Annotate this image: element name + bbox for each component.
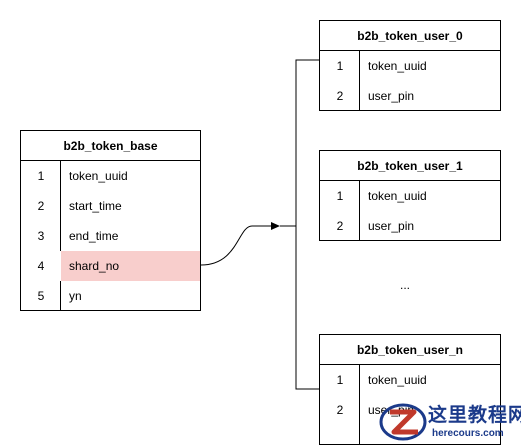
table-row: 2 start_time [21, 191, 200, 221]
shard-connector [200, 225, 272, 266]
bracket-line [295, 59, 319, 390]
table-row: 1 token_uuid [320, 51, 500, 81]
table-row: 2 user_pin [320, 81, 500, 111]
column-name: user_pin [368, 89, 415, 103]
watermark-logo-icon [379, 403, 427, 441]
table-b2b-token-user-1: b2b_token_user_1 1 token_uuid 2 user_pin [319, 150, 501, 241]
row-number: 2 [336, 403, 344, 417]
table-row: 2 user_pin [320, 211, 500, 241]
row-number: 3 [37, 229, 45, 243]
column-divider [359, 365, 360, 444]
row-number: 1 [336, 59, 344, 73]
watermark: 这里教程网 herecours.com [376, 398, 521, 445]
column-name: shard_no [69, 259, 120, 273]
table-row: 1 token_uuid [21, 161, 200, 191]
table-title: b2b_token_user_0 [320, 21, 500, 51]
row-number: 1 [336, 373, 344, 387]
row-number: 2 [336, 219, 344, 233]
arrow-head [271, 222, 280, 230]
row-number: 4 [21, 251, 61, 281]
column-divider [359, 51, 360, 110]
table-title: b2b_token_user_1 [320, 151, 500, 181]
table-b2b-token-user-0: b2b_token_user_0 1 token_uuid 2 user_pin [319, 20, 501, 111]
column-name: token_uuid [368, 59, 427, 73]
column-name: token_uuid [69, 169, 128, 183]
table-title: b2b_token_base [21, 131, 200, 161]
table-b2b-token-user-n: b2b_token_user_n 1 token_uuid 2 user_pin [319, 334, 501, 445]
table-row-highlighted: 4 shard_no [21, 251, 200, 281]
column-name: yn [69, 289, 82, 303]
table-title: b2b_token_user_n [320, 335, 500, 365]
row-number: 1 [336, 189, 344, 203]
column-name: token_uuid [368, 373, 427, 387]
column-divider [359, 181, 360, 240]
row-number: 1 [37, 169, 45, 183]
column-name: end_time [69, 229, 119, 243]
column-divider [60, 161, 61, 310]
row-number: 2 [37, 199, 45, 213]
column-name: user_pin [368, 219, 415, 233]
table-row: 5 yn [21, 281, 200, 311]
table-row: 1 token_uuid [320, 181, 500, 211]
column-name: start_time [69, 199, 122, 213]
table-b2b-token-base: b2b_token_base 1 token_uuid 2 start_time… [20, 130, 201, 311]
ellipsis-text: ... [399, 278, 410, 292]
column-name: token_uuid [368, 189, 427, 203]
table-row: 1 token_uuid [320, 365, 500, 395]
table-row: 3 end_time [21, 221, 200, 251]
watermark-cn-text: 这里教程网 [428, 404, 521, 426]
row-number: 5 [37, 289, 45, 303]
watermark-en-text: herecours.com [432, 428, 504, 439]
row-number: 2 [336, 89, 344, 103]
